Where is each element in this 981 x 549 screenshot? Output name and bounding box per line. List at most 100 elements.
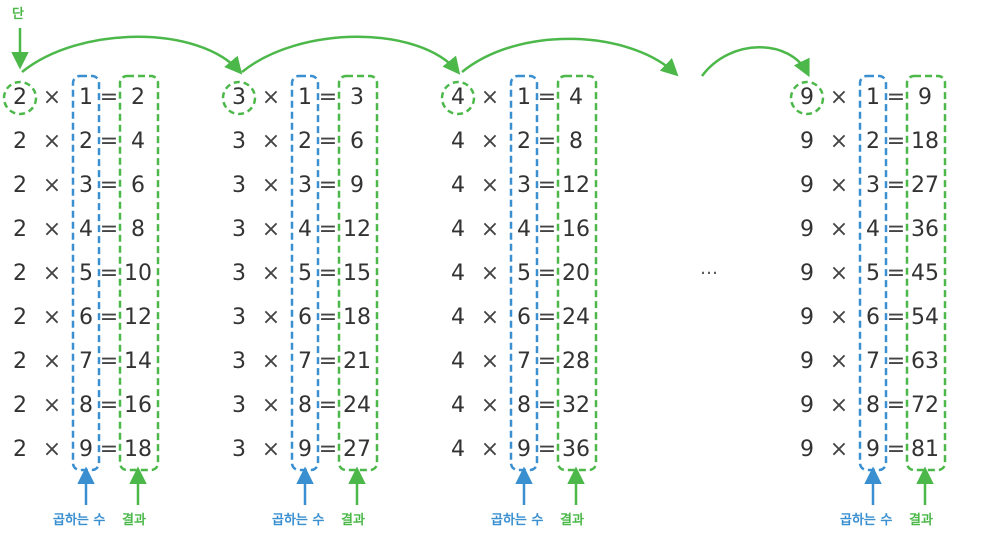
times-sign: × bbox=[829, 85, 849, 110]
result-number: 8 bbox=[569, 129, 583, 154]
multiplier-number: 5 bbox=[79, 261, 93, 286]
equals-sign: = bbox=[318, 437, 338, 462]
equals-sign: = bbox=[886, 85, 906, 110]
times-sign: × bbox=[261, 437, 281, 462]
equals-sign: = bbox=[886, 129, 906, 154]
times-sign: × bbox=[42, 173, 62, 198]
equals-sign: = bbox=[886, 217, 906, 242]
equals-sign: = bbox=[99, 129, 119, 154]
multiplier-number: 2 bbox=[298, 129, 312, 154]
multiplier-number: 5 bbox=[517, 261, 531, 286]
curve-arrow-2-to-3 bbox=[21, 35, 243, 75]
equals-sign: = bbox=[318, 261, 338, 286]
result-number: 16 bbox=[562, 217, 590, 242]
dan-number: 4 bbox=[451, 217, 465, 242]
equals-sign: = bbox=[99, 349, 119, 374]
result-number: 6 bbox=[350, 129, 364, 154]
equals-sign: = bbox=[886, 437, 906, 462]
times-sign: × bbox=[829, 173, 849, 198]
dan-number: 3 bbox=[232, 85, 246, 110]
times-sign: × bbox=[42, 305, 62, 330]
multiplier-label: 곱하는 수 bbox=[840, 513, 893, 528]
result-number: 36 bbox=[911, 217, 939, 242]
multiplier-number: 5 bbox=[866, 261, 880, 286]
result-number: 63 bbox=[911, 349, 939, 374]
result-number: 12 bbox=[343, 217, 371, 242]
dan-number: 4 bbox=[451, 393, 465, 418]
multiplier-number: 6 bbox=[866, 305, 880, 330]
times-sign: × bbox=[42, 129, 62, 154]
curve-arrow-4-to-more bbox=[461, 37, 679, 77]
multiplier-number: 3 bbox=[866, 173, 880, 198]
multiplier-number: 2 bbox=[866, 129, 880, 154]
times-sign: × bbox=[42, 349, 62, 374]
result-number: 27 bbox=[343, 437, 371, 462]
dan-number: 9 bbox=[800, 129, 814, 154]
times-sign: × bbox=[480, 85, 500, 110]
result-number: 3 bbox=[350, 85, 364, 110]
result-number: 27 bbox=[911, 173, 939, 198]
dan-number: 4 bbox=[451, 349, 465, 374]
multiplier-number: 6 bbox=[79, 305, 93, 330]
result-label: 결과 bbox=[909, 513, 933, 528]
multiplier-number: 9 bbox=[866, 437, 880, 462]
dan-number: 3 bbox=[232, 173, 246, 198]
multiplier-label: 곱하는 수 bbox=[272, 513, 325, 528]
dan-number: 2 bbox=[13, 305, 27, 330]
equals-sign: = bbox=[99, 173, 119, 198]
result-number: 16 bbox=[124, 393, 152, 418]
multiplier-number: 7 bbox=[79, 349, 93, 374]
dan-number: 9 bbox=[800, 261, 814, 286]
dan-number: 4 bbox=[451, 437, 465, 462]
dan-number: 2 bbox=[13, 261, 27, 286]
times-sign: × bbox=[261, 173, 281, 198]
multiplier-number: 8 bbox=[866, 393, 880, 418]
multiplier-number: 8 bbox=[79, 393, 93, 418]
times-sign: × bbox=[42, 85, 62, 110]
result-number: 45 bbox=[911, 261, 939, 286]
dan-number: 3 bbox=[232, 349, 246, 374]
dan-number: 3 bbox=[232, 305, 246, 330]
result-number: 20 bbox=[562, 261, 590, 286]
ellipsis: … bbox=[700, 258, 718, 279]
multiplier-number: 2 bbox=[517, 129, 531, 154]
multiplier-label: 곱하는 수 bbox=[53, 513, 106, 528]
times-sign: × bbox=[42, 217, 62, 242]
result-label: 결과 bbox=[560, 513, 584, 528]
dan-number: 2 bbox=[13, 437, 27, 462]
equals-sign: = bbox=[537, 217, 557, 242]
equals-sign: = bbox=[99, 437, 119, 462]
result-number: 2 bbox=[131, 85, 145, 110]
result-number: 72 bbox=[911, 393, 939, 418]
times-sign: × bbox=[480, 349, 500, 374]
dan-number: 9 bbox=[800, 217, 814, 242]
multiplier-number: 9 bbox=[517, 437, 531, 462]
times-sign: × bbox=[480, 437, 500, 462]
equals-sign: = bbox=[886, 305, 906, 330]
multiplier-number: 5 bbox=[298, 261, 312, 286]
equals-sign: = bbox=[99, 85, 119, 110]
times-sign: × bbox=[829, 217, 849, 242]
dan-number: 2 bbox=[13, 173, 27, 198]
equals-sign: = bbox=[318, 173, 338, 198]
times-sign: × bbox=[829, 393, 849, 418]
result-number: 18 bbox=[911, 129, 939, 154]
dan-highlight-circle bbox=[221, 80, 257, 116]
multiplier-number: 4 bbox=[298, 217, 312, 242]
result-number: 4 bbox=[131, 129, 145, 154]
dan-highlight-circle bbox=[440, 80, 476, 116]
dan-number: 4 bbox=[451, 85, 465, 110]
dan-label: 단 bbox=[12, 7, 24, 22]
result-number: 6 bbox=[131, 173, 145, 198]
equals-sign: = bbox=[537, 261, 557, 286]
multiplier-number: 1 bbox=[298, 85, 312, 110]
equals-sign: = bbox=[537, 393, 557, 418]
dan-highlight-circle bbox=[789, 80, 825, 116]
result-number: 32 bbox=[562, 393, 590, 418]
times-sign: × bbox=[261, 261, 281, 286]
times-sign: × bbox=[480, 217, 500, 242]
multiplier-number: 1 bbox=[517, 85, 531, 110]
times-sign: × bbox=[261, 393, 281, 418]
equals-sign: = bbox=[318, 349, 338, 374]
dan-number: 3 bbox=[232, 217, 246, 242]
